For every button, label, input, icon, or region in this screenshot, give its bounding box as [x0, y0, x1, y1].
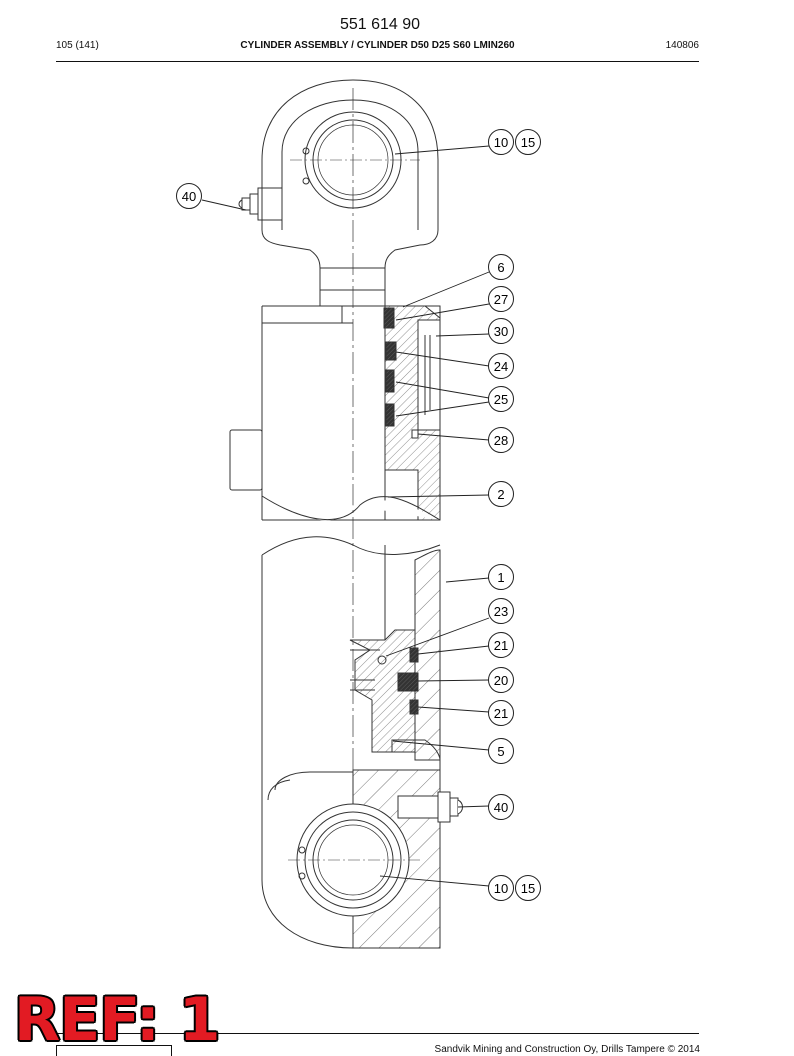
svg-text:40: 40 [182, 189, 196, 204]
callout-2: 2 [488, 481, 514, 507]
company-logo [56, 1045, 172, 1056]
svg-text:10: 10 [494, 135, 508, 150]
callout-23: 23 [488, 598, 514, 624]
svg-text:21: 21 [494, 638, 508, 653]
page-header: 105 (141) CYLINDER ASSEMBLY / CYLINDER D… [56, 40, 699, 56]
svg-text:23: 23 [494, 604, 508, 619]
svg-text:10: 10 [494, 881, 508, 896]
svg-text:15: 15 [521, 135, 535, 150]
svg-text:20: 20 [494, 673, 508, 688]
callout-28: 28 [488, 427, 514, 453]
callout-20: 20 [488, 667, 514, 693]
callout-25: 25 [488, 386, 514, 412]
svg-text:15: 15 [521, 881, 535, 896]
drawing-geometry [229, 79, 463, 949]
svg-text:27: 27 [494, 292, 508, 307]
svg-text:5: 5 [497, 744, 504, 759]
callout-30: 30 [488, 318, 514, 344]
document-code: 140806 [665, 40, 699, 51]
page-indicator: 105 (141) [56, 40, 99, 51]
callout-15-top: 15 [515, 129, 541, 155]
callout-1: 1 [488, 564, 514, 590]
svg-text:25: 25 [494, 392, 508, 407]
header-divider [56, 61, 699, 62]
page-title: CYLINDER ASSEMBLY / CYLINDER D50 D25 S60… [240, 40, 515, 51]
svg-text:30: 30 [494, 324, 508, 339]
footer-copyright: Sandvik Mining and Construction Oy, Dril… [434, 1044, 700, 1055]
svg-text:24: 24 [494, 359, 508, 374]
svg-text:2: 2 [497, 487, 504, 502]
callout-10-top: 10 [488, 129, 514, 155]
svg-text:21: 21 [494, 706, 508, 721]
callout-40-bottom: 40 [488, 794, 514, 820]
svg-text:28: 28 [494, 433, 508, 448]
svg-text:40: 40 [494, 800, 508, 815]
ref-stamp: REF: 1 [14, 985, 221, 1055]
callout-21-upper: 21 [488, 632, 514, 658]
callout-40-top: 40 [176, 183, 202, 209]
callout-15-bottom: 15 [515, 875, 541, 901]
svg-text:1: 1 [497, 570, 504, 585]
svg-text:6: 6 [497, 260, 504, 275]
footer-divider [56, 1033, 699, 1034]
document-number: 551 614 90 [339, 16, 421, 33]
callout-27: 27 [488, 286, 514, 312]
callout-balloons: 10 15 40 6 27 30 24 25 [176, 129, 541, 901]
callout-21-lower: 21 [488, 700, 514, 726]
leader-lines [201, 145, 490, 887]
callout-5: 5 [488, 738, 514, 764]
callout-6: 6 [488, 254, 514, 280]
callout-24: 24 [488, 353, 514, 379]
callout-10-bottom: 10 [488, 875, 514, 901]
